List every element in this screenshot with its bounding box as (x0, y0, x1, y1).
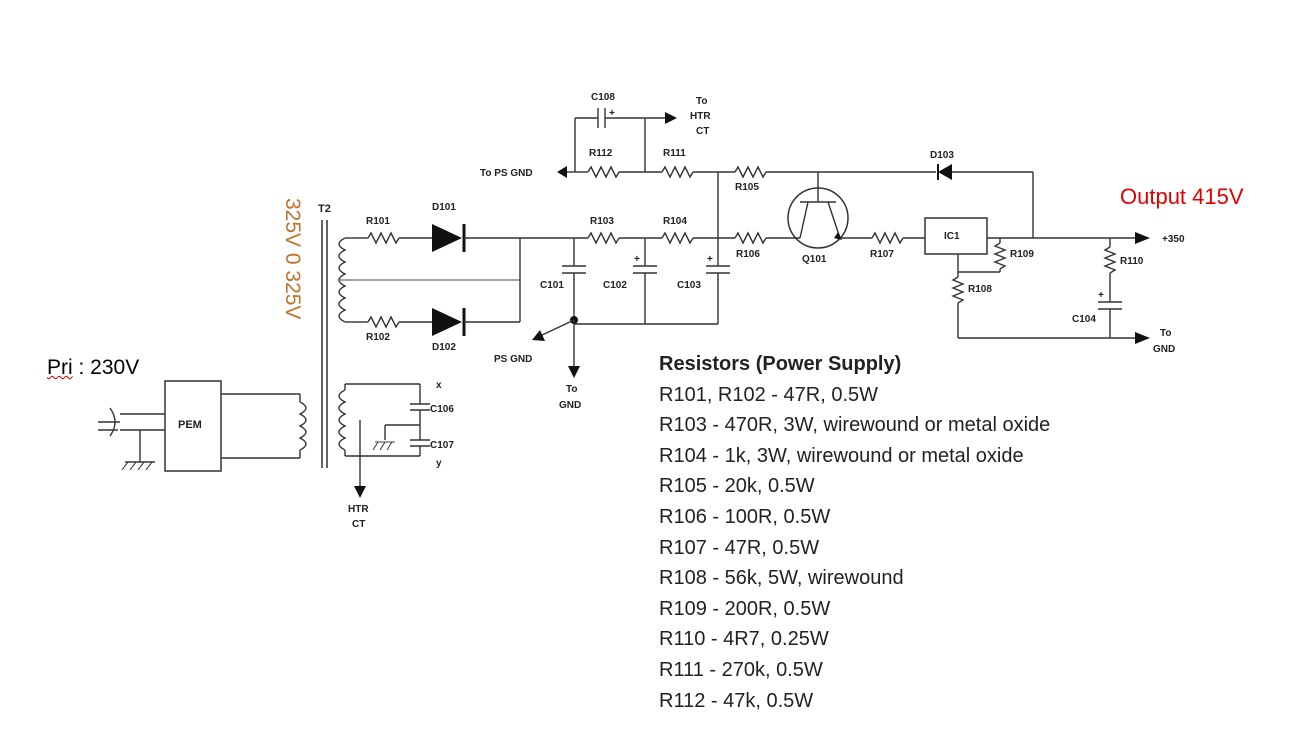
parts-list-item: R101, R102 - 47R, 0.5W (659, 383, 878, 406)
svg-text:+: + (1098, 290, 1104, 301)
plus-350-label: +350 (1162, 234, 1185, 245)
htr-ct-label-1: HTR (348, 504, 369, 515)
svg-text:+: + (634, 254, 640, 265)
r108-resistor: R108 (951, 272, 992, 338)
r111-resistor: R111 (661, 148, 718, 179)
output-gnd-arrow: To GND (1135, 328, 1175, 355)
r101-resistor: R101 (360, 216, 432, 245)
d102-label: D102 (432, 342, 456, 353)
t2-label: T2 (318, 203, 331, 215)
r106-resistor: R106 (734, 231, 767, 260)
heater-section: C106 C107 x y HTR CT (344, 380, 454, 530)
output-arrow: +350 (1110, 232, 1185, 245)
to-htr-label-1: To (696, 96, 707, 107)
q101-label: Q101 (802, 254, 827, 265)
c108-capacitor: + C108 (574, 92, 665, 172)
c103-capacitor: + C103 (677, 238, 730, 324)
mains-plug-symbol (98, 407, 165, 471)
to-htr-label-2: HTR (690, 111, 711, 122)
secondary-voltage-text: 325V 0 325V (281, 198, 304, 320)
pem-label: PEM (178, 419, 202, 431)
x-label: x (436, 380, 442, 391)
r105-label: R105 (735, 182, 759, 193)
c108-label: C108 (591, 92, 615, 103)
out-to-gnd-label-2: GND (1153, 344, 1175, 355)
to-ps-gnd-label: To PS GND (480, 168, 533, 179)
c103-label: C103 (677, 280, 701, 291)
c107-label: C107 (430, 440, 454, 451)
parts-list-item: R112 - 47k, 0.5W (659, 689, 814, 712)
ps-gnd-arrow: PS GND (494, 319, 575, 365)
d102-diode: D102 (432, 308, 466, 353)
q101-transistor: Q101 (787, 187, 849, 265)
r112-label: R112 (589, 148, 613, 159)
to-htr-ct-arrow: To HTR CT (665, 96, 711, 137)
parts-list-item: R107 - 47R, 0.5W (659, 536, 820, 559)
parts-list-title: Resistors (Power Supply) (659, 353, 902, 375)
r110-label: R110 (1120, 256, 1144, 267)
htr-ct-label-2: CT (352, 519, 365, 530)
r104-resistor: R104 (661, 216, 694, 245)
primary-label-suffix: : 230V (72, 356, 140, 379)
parts-list-item: R108 - 56k, 5W, wirewound (659, 567, 904, 590)
c102-label: C102 (603, 280, 627, 291)
r109-resistor: R109 (958, 238, 1034, 273)
d101-diode: D101 (432, 202, 466, 252)
to-htr-label-3: CT (696, 126, 709, 137)
parts-list-item: R106 - 100R, 0.5W (659, 505, 831, 528)
ic1-label: IC1 (944, 231, 960, 242)
r107-label: R107 (870, 249, 894, 260)
to-gnd-label-1: To (566, 384, 577, 395)
r112-resistor: R112 (587, 148, 620, 179)
parts-list: Resistors (Power Supply) R101, R102 - 47… (659, 349, 1050, 716)
d103-diode: D103 (930, 150, 954, 180)
primary-label-prefix: Pri (47, 356, 73, 379)
r101-label: R101 (366, 216, 390, 227)
parts-list-item: R111 - 270k, 0.5W (659, 658, 823, 681)
d101-label: D101 (432, 202, 456, 213)
primary-voltage-label: Pri : 230V (47, 356, 139, 380)
c106-label: C106 (430, 404, 454, 415)
r105-resistor: R105 (718, 165, 767, 193)
to-gnd-arrow: To GND (559, 320, 581, 411)
ic1-block: IC1 (924, 217, 988, 255)
to-gnd-label-2: GND (559, 400, 581, 411)
r104-label: R104 (663, 216, 687, 227)
parts-list-item: R103 - 470R, 3W, wirewound or metal oxid… (659, 414, 1051, 437)
r111-label: R111 (663, 148, 686, 159)
r102-label: R102 (366, 332, 390, 343)
parts-list-item: R109 - 200R, 0.5W (659, 597, 831, 620)
parts-list-item: R110 - 4R7, 0.25W (659, 628, 829, 651)
c104-label: C104 (1072, 314, 1096, 325)
y-label: y (436, 458, 442, 469)
r103-resistor: R103 (587, 216, 620, 245)
output-voltage-label: Output 415V (1120, 184, 1244, 209)
d103-label: D103 (930, 150, 954, 161)
r102-resistor: R102 (360, 315, 432, 343)
c102-capacitor: + C102 (603, 238, 657, 324)
r110-resistor: R110 (1103, 238, 1144, 302)
transformer-t2: T2 (298, 203, 520, 468)
r107-resistor: R107 (870, 231, 904, 260)
c101-label: C101 (540, 280, 564, 291)
c104-capacitor: + C104 (1072, 290, 1122, 338)
svg-text:+: + (609, 108, 615, 119)
out-to-gnd-label-1: To (1160, 328, 1171, 339)
ps-gnd-label: PS GND (494, 354, 532, 365)
pem-block: PEM (164, 380, 301, 472)
c101-capacitor: C101 (540, 238, 586, 320)
parts-list-item: R105 - 20k, 0.5W (659, 475, 815, 498)
r103-label: R103 (590, 216, 614, 227)
to-ps-gnd-arrow: To PS GND (480, 166, 575, 179)
svg-text:+: + (707, 254, 713, 265)
secondary-voltage-label: 325V 0 325V (268, 198, 308, 348)
parts-list-item: R104 - 1k, 3W, wirewound or metal oxide (659, 444, 1024, 467)
r108-label: R108 (968, 284, 992, 295)
r109-label: R109 (1010, 249, 1034, 260)
r106-label: R106 (736, 249, 760, 260)
